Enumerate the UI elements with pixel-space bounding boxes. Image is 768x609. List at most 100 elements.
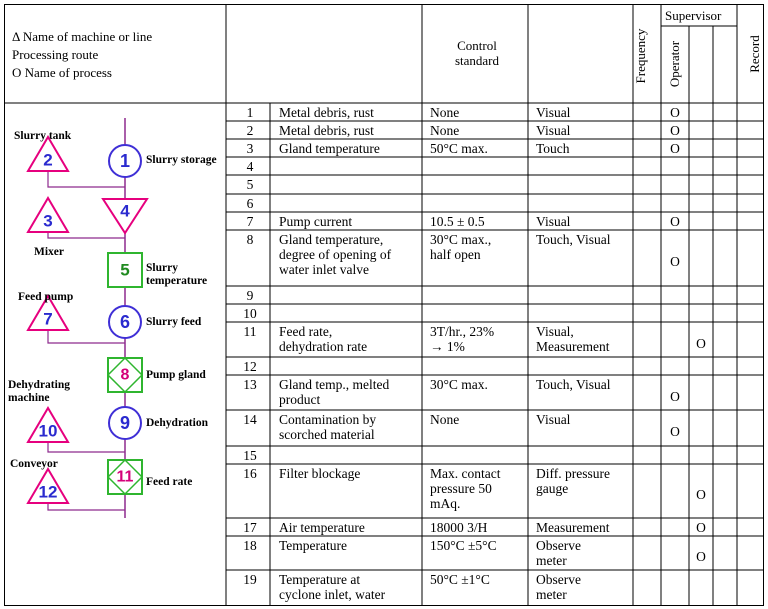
row-number: 17 bbox=[235, 520, 265, 535]
row-standard-line: None bbox=[430, 412, 460, 427]
row-number: 6 bbox=[235, 196, 265, 211]
row-number-line: 13 bbox=[243, 377, 257, 392]
row-operator-mark-line: O bbox=[670, 424, 680, 439]
process-number: 6 bbox=[120, 312, 130, 332]
row-standard-line: 18000 3/H bbox=[430, 520, 488, 535]
row-standard-line: 50°C max. bbox=[430, 141, 488, 156]
row-method-line: Observe bbox=[536, 538, 581, 553]
header-record: Record bbox=[747, 35, 762, 73]
row-number: 14 bbox=[235, 412, 265, 427]
row-item: Feed rate,dehydration rate bbox=[279, 324, 367, 354]
process-circle bbox=[108, 305, 142, 339]
machine-triangle bbox=[26, 406, 70, 443]
machine-triangle bbox=[26, 294, 70, 331]
row-item-line: Metal debris, rust bbox=[279, 105, 374, 120]
row-operator-mark-line: O bbox=[670, 123, 680, 138]
row-standard: 3T/hr., 23%→ 1% bbox=[430, 324, 494, 354]
row-standard-line: 30°C max., bbox=[430, 232, 492, 247]
header-operator: Operator bbox=[667, 40, 682, 88]
process-label-line: Slurry storage bbox=[146, 154, 217, 166]
row-item: Pump current bbox=[279, 214, 352, 229]
row-method: Touch, Visual bbox=[536, 377, 611, 392]
row-number: 7 bbox=[235, 214, 265, 229]
row-standard: 150°C ±5°C bbox=[430, 538, 497, 553]
row-standard: 30°C max. bbox=[430, 377, 488, 392]
row-number: 3 bbox=[235, 141, 265, 156]
machine-label-line: Slurry tank bbox=[14, 130, 72, 142]
row-supervisor-mark-line: O bbox=[696, 549, 706, 564]
row-number: 16 bbox=[235, 466, 265, 481]
row-standard: 50°C ±1°C bbox=[430, 572, 490, 587]
row-item-line: Air temperature bbox=[279, 520, 365, 535]
row-method-line: Touch, Visual bbox=[536, 232, 611, 247]
machine-triangle bbox=[26, 467, 70, 504]
process-label: Pump gland bbox=[146, 369, 206, 382]
process-diamond bbox=[106, 356, 144, 394]
process-label-line: Pump gland bbox=[146, 369, 206, 381]
row-standard: 10.5 ± 0.5 bbox=[430, 214, 485, 229]
row-standard-line: half open bbox=[430, 247, 481, 262]
row-number: 8 bbox=[235, 232, 265, 247]
process-label-line: Slurry bbox=[146, 262, 178, 274]
row-number: 13 bbox=[235, 377, 265, 392]
row-number-line: 5 bbox=[246, 177, 254, 192]
process-number: 9 bbox=[120, 413, 130, 433]
route-branch bbox=[47, 442, 125, 453]
machine-label: Mixer bbox=[34, 246, 64, 259]
machine-number: 3 bbox=[43, 212, 52, 231]
row-number-line: 17 bbox=[243, 520, 257, 535]
process-label-line: Slurry feed bbox=[146, 316, 202, 328]
row-number: 12 bbox=[235, 359, 265, 374]
process-storage-triangle bbox=[101, 198, 149, 235]
row-item-line: Filter blockage bbox=[279, 466, 361, 481]
row-method-line: Visual bbox=[536, 412, 571, 427]
header-supervisor: Supervisor bbox=[665, 8, 722, 23]
row-item: Metal debris, rust bbox=[279, 123, 374, 138]
process-diamond bbox=[106, 458, 144, 496]
row-standard-line: pressure 50 bbox=[430, 481, 492, 496]
header-control-standard-line2: standard bbox=[454, 53, 500, 68]
row-method-line: Touch, Visual bbox=[536, 377, 611, 392]
row-item-line: Gland temperature, bbox=[279, 232, 384, 247]
row-standard-line: 50°C ±1°C bbox=[430, 572, 490, 587]
legend-process: O Name of process bbox=[12, 65, 112, 80]
row-standard-line: 150°C ±5°C bbox=[430, 538, 497, 553]
row-number-line: 9 bbox=[246, 288, 254, 303]
machine-number: 7 bbox=[43, 310, 52, 329]
row-number-line: 3 bbox=[246, 141, 254, 156]
row-method-line: Visual bbox=[536, 123, 571, 138]
machine-triangle bbox=[26, 196, 70, 233]
row-standard-line: None bbox=[430, 123, 460, 138]
row-standard: None bbox=[430, 412, 459, 427]
legend-route: Processing route bbox=[12, 47, 99, 62]
machine-number: 10 bbox=[39, 422, 58, 441]
row-standard-line: → 1% bbox=[430, 339, 465, 354]
row-method: Touch bbox=[536, 141, 570, 156]
process-label: Dehydration bbox=[146, 417, 208, 430]
row-number-line: 7 bbox=[246, 214, 254, 229]
row-method-line: Visual bbox=[536, 214, 571, 229]
row-item-line: Metal debris, rust bbox=[279, 123, 374, 138]
process-square bbox=[107, 252, 143, 288]
process-label-line: temperature bbox=[146, 275, 208, 287]
row-number: 10 bbox=[235, 306, 265, 321]
row-number-line: 2 bbox=[246, 123, 254, 138]
header-control-standard: Control standard bbox=[449, 38, 505, 68]
process-number: 11 bbox=[117, 469, 134, 486]
row-number: 15 bbox=[235, 448, 265, 463]
process-label-line: Feed rate bbox=[146, 476, 193, 488]
machine-label-line: Conveyor bbox=[10, 458, 58, 470]
row-item: Metal debris, rust bbox=[279, 105, 374, 120]
row-operator-mark: O bbox=[661, 141, 689, 156]
row-number: 19 bbox=[235, 572, 265, 587]
row-item-line: Pump current bbox=[279, 214, 353, 229]
row-item-line: Temperature at bbox=[279, 572, 361, 587]
row-method-line: Observe bbox=[536, 572, 581, 587]
row-number: 1 bbox=[235, 105, 265, 120]
row-operator-mark: O bbox=[661, 424, 689, 439]
process-number: 1 bbox=[120, 151, 130, 171]
row-method-line: Diff. pressure bbox=[536, 466, 610, 481]
